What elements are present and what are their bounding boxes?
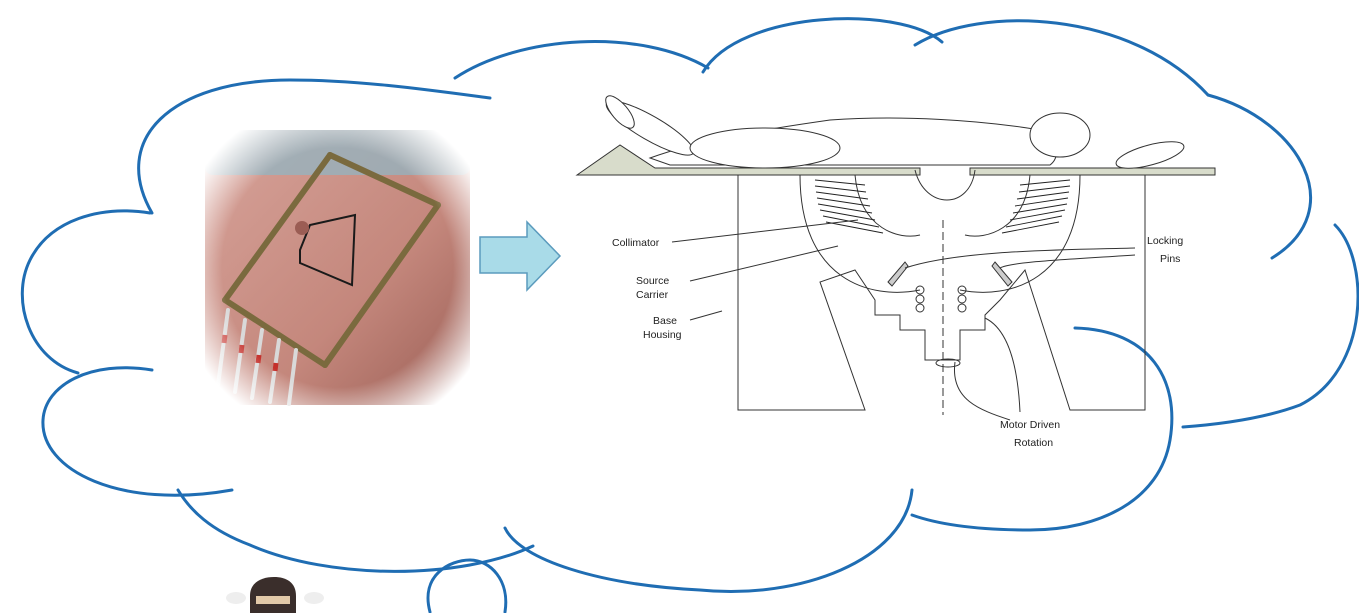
locking-pin-left [888,262,908,286]
label-collimator: Collimator [612,237,660,249]
cloud-arc-bottom-center [505,490,912,592]
cloud-arc-top-right [915,21,1208,95]
cloud-arc-right [1183,225,1358,427]
collimator-leader [672,220,858,242]
source-carrier-leader [690,246,838,281]
label-source-line1: Source [636,275,669,287]
collimator-rays-right [1002,180,1070,233]
label-base-line2: Housing [643,329,682,341]
cloud-arc-top-center [703,19,942,72]
patient-head [1030,113,1090,157]
base-housing [738,175,1145,410]
schematic-labels: Collimator Source Carrier Base Housing L… [612,235,1183,449]
photo-vignette [200,125,475,410]
cloud-arc-top-mid [455,42,708,78]
breast-pendant [915,170,975,200]
label-base-line1: Base [653,315,677,327]
label-source-line2: Carrier [636,289,669,301]
right-arrow-icon [480,222,560,290]
thinking-person-icon [226,577,324,613]
locking-pins-leader [905,248,1135,268]
label-locking-line1: Locking [1147,235,1183,247]
label-motor-line2: Rotation [1014,437,1053,449]
patient-table-right [970,168,1215,175]
label-motor-line1: Motor Driven [1000,419,1060,431]
label-locking-line2: Pins [1160,253,1180,265]
cloud-arc-right-upper [1208,95,1311,258]
device-schematic [577,92,1215,420]
collimator-rays-left [815,180,883,233]
source-pellets [916,286,966,312]
motor-leader [954,318,1020,420]
base-housing-leader [690,311,722,320]
cloud-arc-bottom-left [178,490,533,571]
cloud-arc-left [22,211,150,373]
applicator-photo [200,125,475,410]
patient-hip [690,128,840,168]
